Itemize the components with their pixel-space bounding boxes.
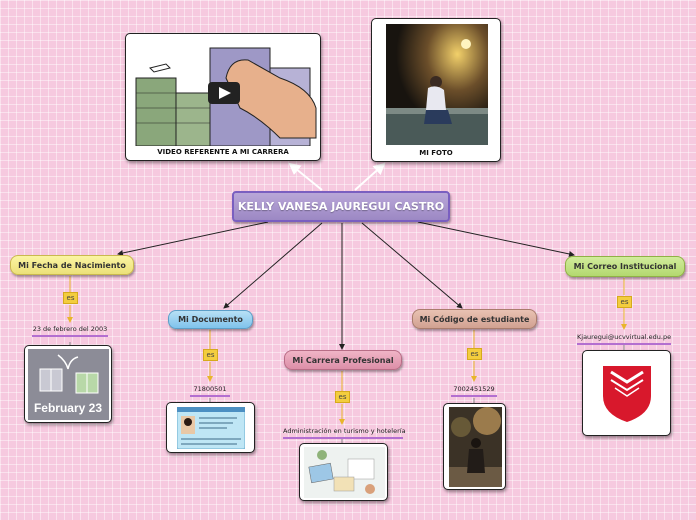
university-logo-card [582, 350, 671, 436]
connector-es-documento[interactable]: es [203, 349, 218, 361]
birthday-date-text: February 23 [34, 401, 102, 415]
link-fecha [118, 222, 268, 254]
leaf-fecha-value[interactable]: 23 de febrero del 2003 [32, 325, 108, 337]
node-correo-institucional[interactable]: Mi Correo Institucional [565, 256, 685, 277]
leaf-correo-value[interactable]: Kjauregui@ucvvirtual.edu.pe [577, 333, 671, 345]
node-carrera[interactable]: Mi Carrera Profesional [284, 350, 402, 370]
birthday-card: February 23 [24, 345, 112, 423]
profile-photo [386, 24, 488, 145]
id-card-image [166, 402, 255, 453]
photo-caption: MI FOTO [372, 149, 500, 157]
connector-es-codigo[interactable]: es [467, 348, 482, 360]
video-caption: VIDEO REFERENTE A MI CARRERA [126, 148, 320, 156]
leaf-documento-value[interactable]: 71800501 [190, 385, 230, 397]
node-fecha-nacimiento[interactable]: Mi Fecha de Nacimiento [10, 255, 134, 275]
connector-es-correo[interactable]: es [617, 296, 632, 308]
leaf-carrera-value[interactable]: Administración en turismo y hotelería [283, 427, 403, 439]
link-photo [355, 164, 384, 190]
link-documento [224, 223, 322, 308]
career-image [299, 443, 388, 501]
photo-card[interactable]: MI FOTO [371, 18, 501, 162]
central-topic[interactable]: KELLY VANESA JAUREGUI CASTRO [232, 191, 450, 222]
connector-es-fecha[interactable]: es [63, 292, 78, 304]
leaf-codigo-value[interactable]: 7002451529 [451, 385, 497, 397]
link-video [290, 164, 322, 190]
video-card[interactable]: VIDEO REFERENTE A MI CARRERA [125, 33, 321, 161]
university-logo-icon [601, 362, 653, 424]
node-documento[interactable]: Mi Documento [168, 310, 253, 329]
link-correo [418, 222, 574, 255]
student-image [443, 403, 506, 490]
node-codigo-estudiante[interactable]: Mi Código de estudiante [412, 309, 537, 329]
connector-es-carrera[interactable]: es [335, 391, 350, 403]
video-thumbnail[interactable] [130, 38, 318, 146]
link-codigo [362, 223, 462, 308]
